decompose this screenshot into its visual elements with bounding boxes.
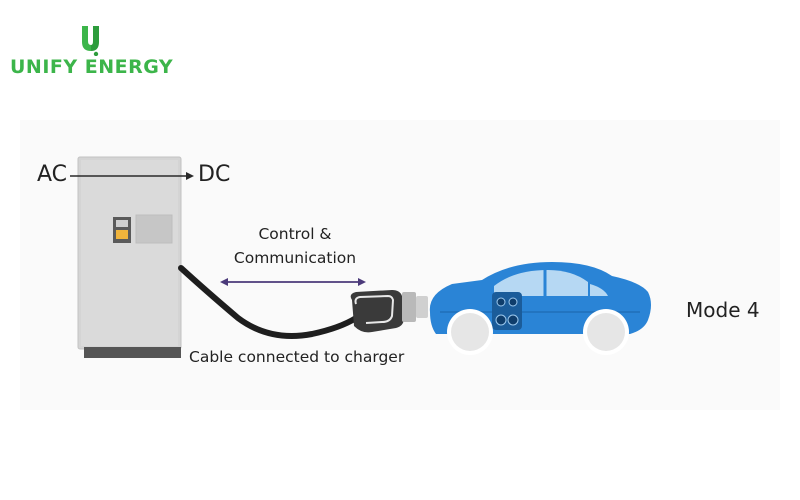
cable-label: Cable connected to charger [189,348,405,366]
charge-port-icon [492,292,522,330]
control-label-line2: Communication [233,249,357,267]
rear-wheel [587,313,625,351]
u-leaf-logo-icon [82,26,99,56]
control-label-line1: Control & [258,225,332,243]
dc-output-label: DC [198,162,231,187]
control-communication-label: Control & Communication [200,222,390,270]
comm-arrowhead-right [358,278,366,286]
charging-cable [178,265,359,339]
ccs-plug-icon [350,290,428,333]
brand-logo: UNIFY ENERGY [10,22,174,82]
ac-dc-arrowhead [186,172,194,180]
charger-display-panel [113,214,173,244]
charger-base [84,347,181,358]
mode-label: Mode 4 [686,298,760,322]
ac-input-label: AC [37,162,68,187]
electric-car-icon [429,262,651,355]
comm-arrowhead-left [220,278,228,286]
brand-name: UNIFY ENERGY [10,56,174,78]
dc-charger [77,156,182,358]
front-wheel [451,313,489,351]
